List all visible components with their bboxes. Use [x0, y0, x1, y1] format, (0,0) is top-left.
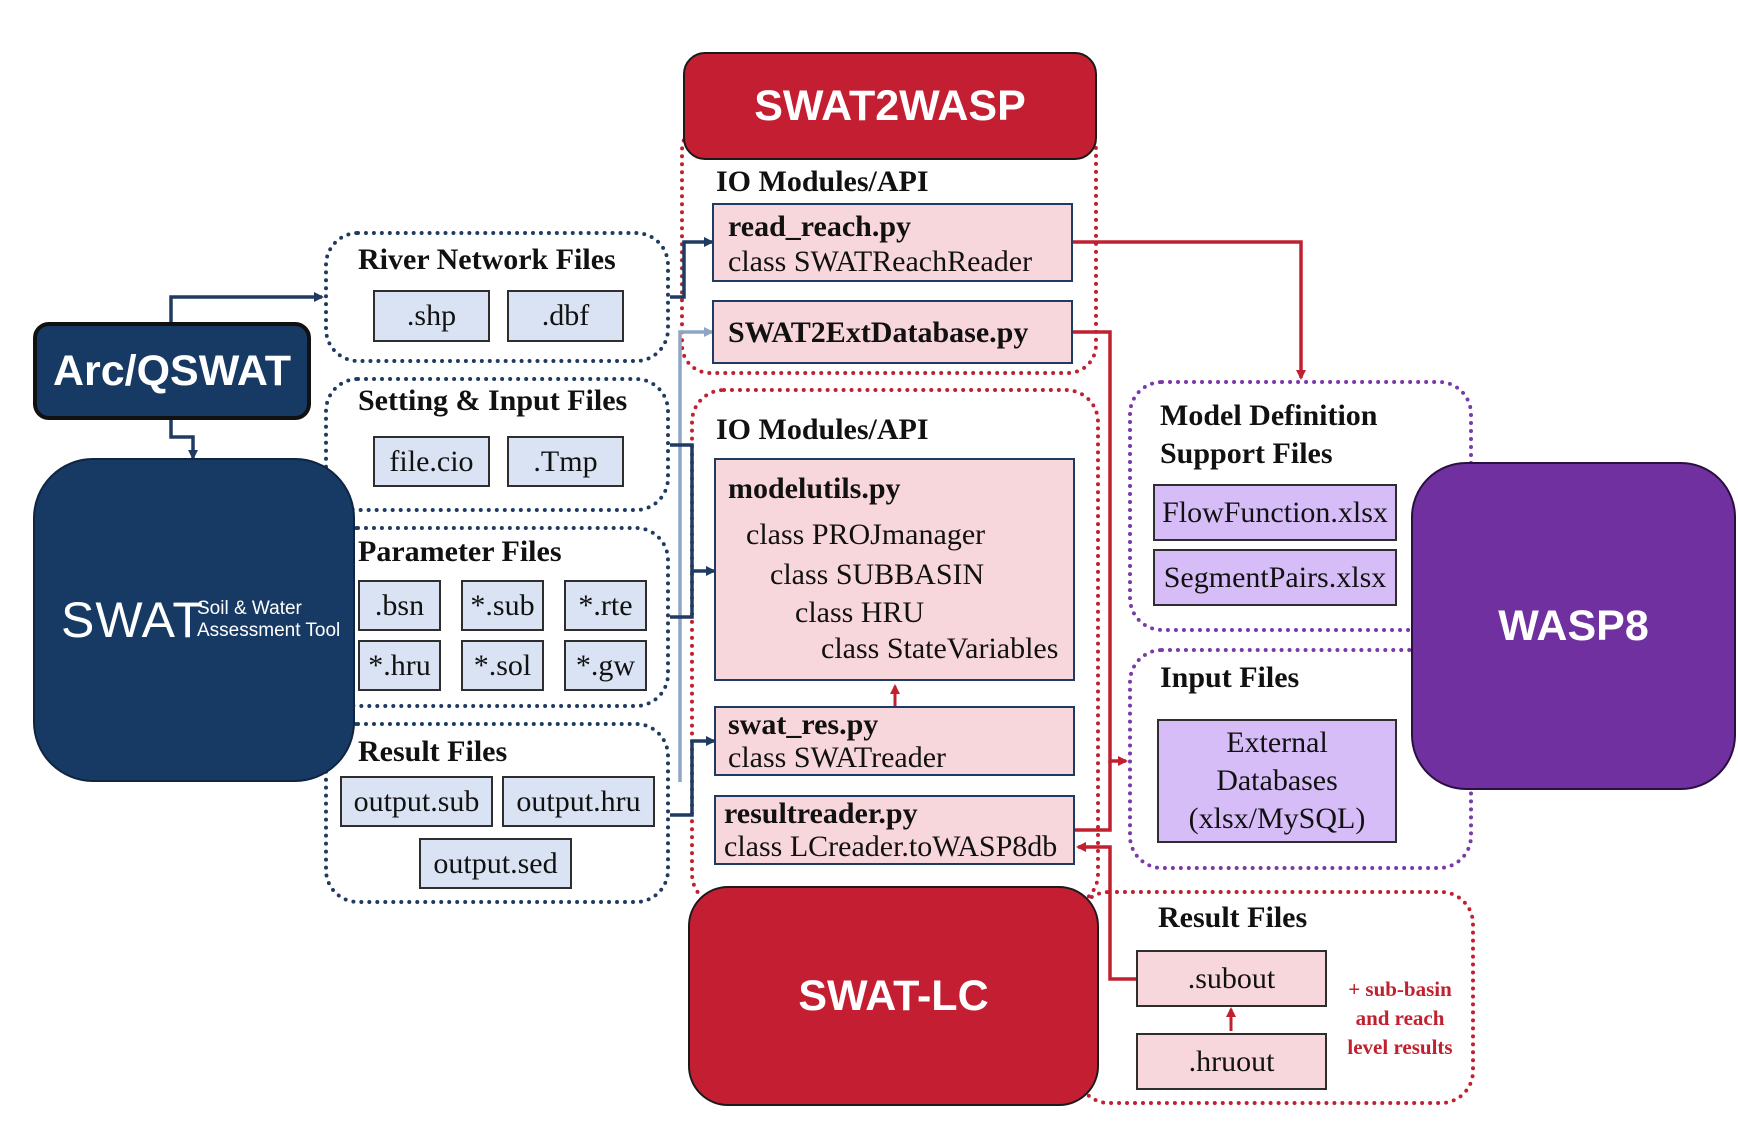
- class-subbasin: class SUBBASIN: [770, 558, 985, 591]
- swat-res-class: class SWATreader: [728, 741, 947, 774]
- result-note-line3: level results: [1347, 1035, 1453, 1059]
- result-note-line1: + sub-basin: [1348, 977, 1452, 1001]
- file-sub-param: *.sub: [461, 580, 544, 631]
- swat2wasp-banner: SWAT2WASP: [683, 52, 1097, 160]
- read-reach-class: class SWATReachReader: [728, 245, 1033, 278]
- module-swat2extdatabase: SWAT2ExtDatabase.py: [712, 300, 1073, 364]
- modelutils-name: modelutils.py: [728, 472, 901, 505]
- file-sol: *.sol: [461, 640, 544, 691]
- result-note-line2: and reach: [1355, 1006, 1445, 1030]
- ext-db-name: SWAT2ExtDatabase.py: [728, 316, 1029, 349]
- swat-block: SWAT Soil & Water Assessment Tool: [33, 458, 355, 782]
- model-def-title-line2: Support Files: [1160, 437, 1333, 470]
- module-resultreader: resultreader.py class LCreader.toWASP8db: [714, 795, 1075, 865]
- wasp8-label: WASP8: [1498, 601, 1649, 650]
- result-files-swat-group: [324, 722, 670, 904]
- setting-input-title: Setting & Input Files: [358, 384, 628, 417]
- module-modelutils: modelutils.py class PROJmanager class SU…: [714, 458, 1075, 681]
- parameter-files-title: Parameter Files: [358, 535, 562, 568]
- swat-subtitle-line2: Assessment Tool: [197, 620, 341, 641]
- arrow-parameter-to-modelutils: [670, 571, 694, 619]
- swat-subtitle-line1: Soil & Water: [197, 598, 302, 619]
- model-def-title-line1: Model Definition: [1160, 399, 1378, 432]
- file-flowfunction: FlowFunction.xlsx: [1153, 484, 1397, 541]
- class-projmanager: class PROJmanager: [746, 518, 986, 551]
- result-files-swat-title: Result Files: [358, 735, 508, 768]
- module-read-reach: read_reach.py class SWATReachReader: [712, 203, 1073, 282]
- file-segmentpairs: SegmentPairs.xlsx: [1153, 549, 1397, 606]
- external-databases: External Databases (xlsx/MySQL): [1157, 719, 1397, 843]
- result-note: + sub-basin and reach level results: [1330, 975, 1470, 1062]
- file-gw: *.gw: [564, 640, 647, 691]
- file-output-hru: output.hru: [502, 776, 655, 827]
- external-db-line2: Databases: [1216, 764, 1338, 797]
- module-swat-res: swat_res.py class SWATreader: [714, 706, 1075, 776]
- file-tmp: .Tmp: [507, 436, 624, 487]
- file-cio: file.cio: [373, 436, 490, 487]
- resultreader-name: resultreader.py: [724, 797, 918, 830]
- file-hru-param: *.hru: [358, 640, 441, 691]
- file-shp: .shp: [373, 290, 490, 342]
- swat-res-name: swat_res.py: [728, 708, 879, 741]
- setting-input-group: [324, 377, 670, 512]
- arcqswat-label: Arc/QSWAT: [52, 346, 292, 395]
- swat-logo-text: SWAT: [61, 592, 204, 648]
- io-top-title: IO Modules/API: [716, 165, 929, 198]
- river-network-title: River Network Files: [358, 243, 616, 276]
- arrow-readreach-to-modeldef: [1072, 240, 1306, 380]
- file-subout: .subout: [1136, 950, 1327, 1007]
- river-network-group: [324, 231, 670, 363]
- io-bottom-title: IO Modules/API: [716, 413, 929, 446]
- wasp8-block: WASP8: [1411, 462, 1736, 790]
- swatlc-block: SWAT-LC: [688, 886, 1099, 1106]
- file-dbf: .dbf: [507, 290, 624, 342]
- swatlc-label: SWAT-LC: [798, 971, 989, 1020]
- arcqswat-box: Arc/QSWAT: [33, 322, 311, 420]
- file-hruout: .hruout: [1136, 1033, 1327, 1090]
- resultreader-class: class LCreader.toWASP8db: [724, 830, 1058, 863]
- external-db-line3: (xlsx/MySQL): [1188, 802, 1366, 835]
- file-rte: *.rte: [564, 580, 647, 631]
- external-db-line1: External: [1226, 726, 1328, 759]
- swat2wasp-label: SWAT2WASP: [754, 81, 1026, 130]
- arrow-arcqswat-to-swat: [169, 420, 198, 460]
- arrow-arcqswat-to-river: [169, 292, 324, 322]
- file-output-sed: output.sed: [419, 838, 572, 889]
- result-files-lc-title: Result Files: [1158, 901, 1308, 934]
- class-hru: class HRU: [795, 596, 925, 629]
- class-statevariables: class StateVariables: [821, 632, 1059, 665]
- file-output-sub: output.sub: [340, 776, 493, 827]
- file-bsn: .bsn: [358, 580, 441, 631]
- read-reach-name: read_reach.py: [728, 210, 912, 243]
- input-files-title: Input Files: [1160, 661, 1300, 694]
